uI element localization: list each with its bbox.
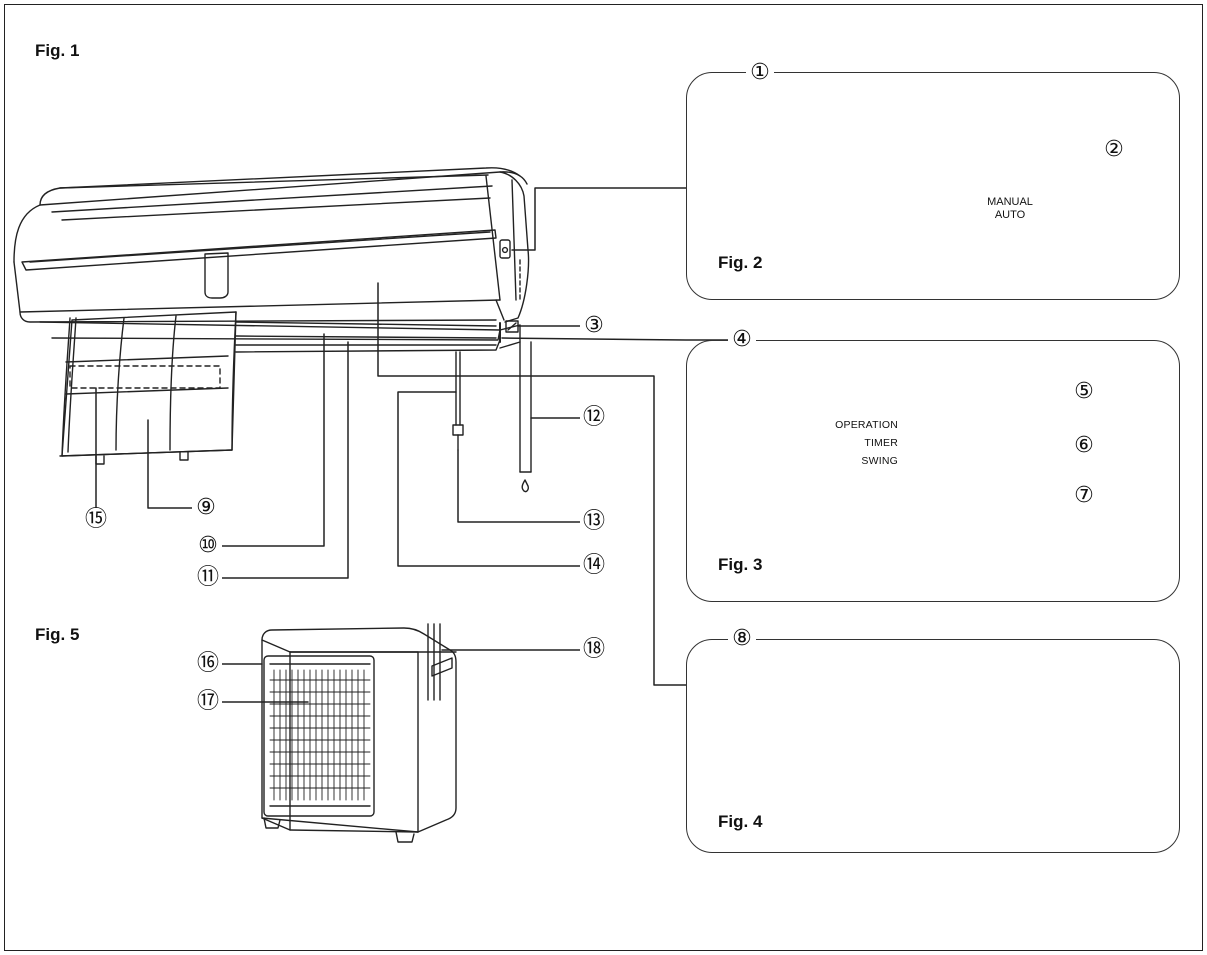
callout-1: ① (746, 61, 774, 85)
callout-2: ② (1100, 138, 1128, 162)
callout-12: ⑫ (580, 406, 608, 430)
callout-8: ⑧ (728, 627, 756, 651)
callout-14: ⑭ (580, 554, 608, 578)
fig2-panel (686, 72, 1180, 300)
fig4-panel (686, 639, 1180, 853)
callout-18: ⑱ (580, 638, 608, 662)
callout-13: ⑬ (580, 510, 608, 534)
callout-5: ⑤ (1070, 380, 1098, 404)
callout-9: ⑨ (192, 496, 220, 520)
callout-10: ⑩ (194, 534, 222, 558)
callout-4: ④ (728, 328, 756, 352)
callout-6: ⑥ (1070, 434, 1098, 458)
fig4-label: Fig. 4 (718, 812, 763, 831)
callout-3: ③ (580, 314, 608, 338)
fig1-label: Fig. 1 (35, 41, 80, 60)
callout-7: ⑦ (1070, 484, 1098, 508)
callout-17: ⑰ (194, 690, 222, 714)
diagram-frame (4, 4, 1203, 951)
operation-label: OPERATION (835, 419, 898, 431)
manual-auto-label-line2: AUTO (994, 209, 1026, 221)
fig2-label: Fig. 2 (718, 253, 763, 272)
swing-label: SWING (861, 455, 898, 467)
indoor-unit-drawing (13, 167, 532, 493)
callout-16: ⑯ (194, 652, 222, 676)
callout-15: ⑮ (82, 508, 110, 532)
callout-11: ⑪ (194, 566, 222, 590)
outdoor-grille-lines (269, 669, 371, 801)
fig3-label: Fig. 3 (718, 555, 763, 574)
timer-label: TIMER (864, 437, 898, 449)
outdoor-unit-drawing (261, 623, 457, 843)
fig5-label: Fig. 5 (35, 625, 80, 644)
manual-auto-label-line1: MANUAL (987, 196, 1033, 208)
